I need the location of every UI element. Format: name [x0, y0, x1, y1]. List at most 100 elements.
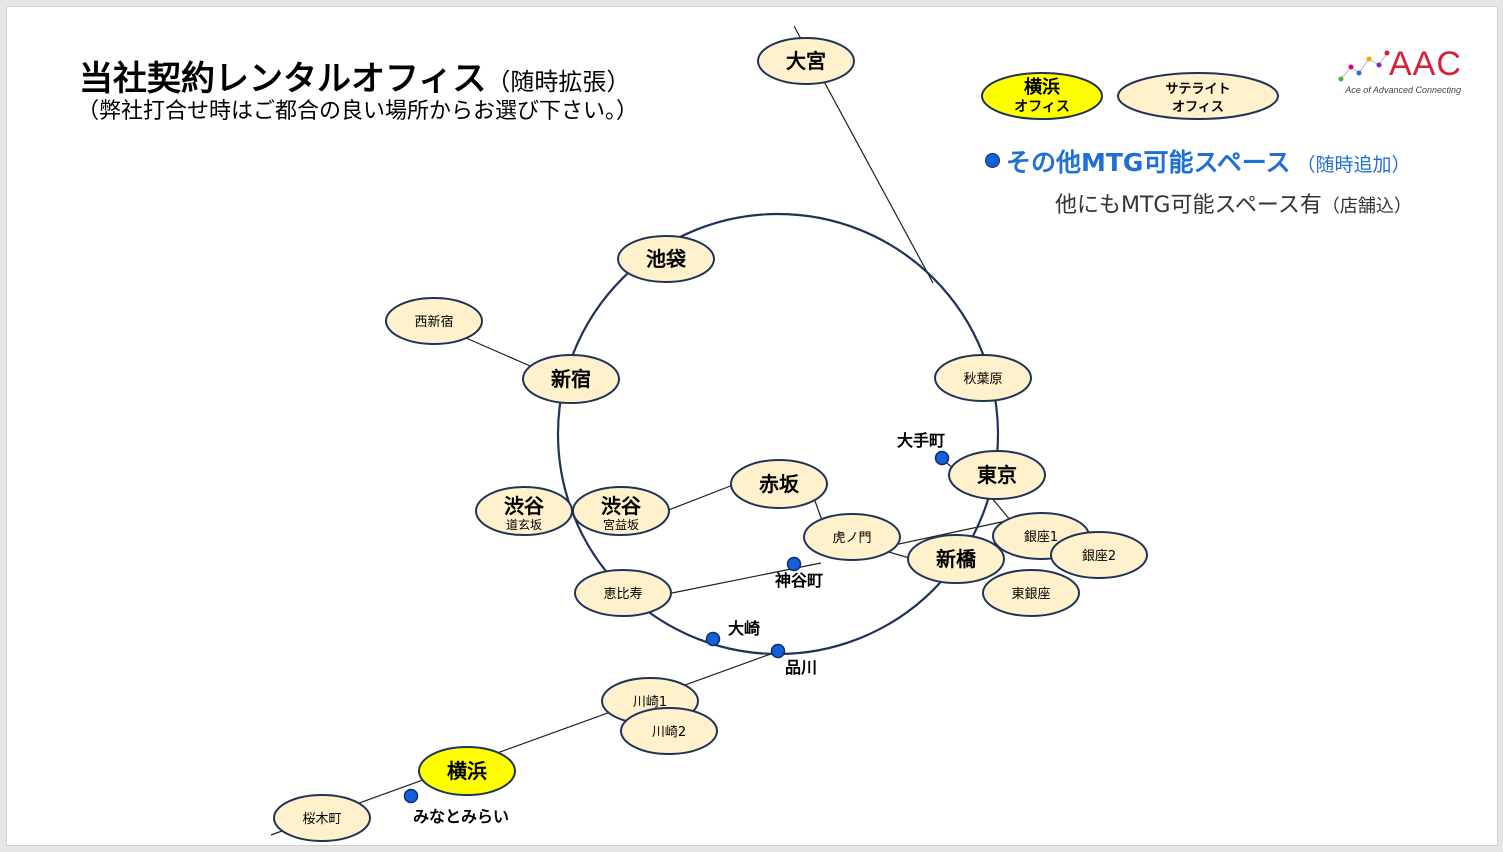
- office-yokohama-bubble: [418, 746, 516, 796]
- office-shinjuku-label: 新宿: [551, 367, 591, 391]
- legend-mtg-label: その他MTG可能スペース: [1006, 148, 1291, 177]
- slide: 当社契約レンタルオフィス（随時拡張） （弊社打合せ時はご都合の良い場所からお選び…: [6, 6, 1498, 846]
- office-ginza1-label: 銀座1: [1024, 530, 1058, 545]
- mtg-osaki-label: 大崎: [728, 619, 760, 638]
- mtg-otemachi-label: 大手町: [897, 431, 945, 450]
- office-sakuragicho-bubble: [273, 794, 371, 842]
- mtg-kamiyacho-label: 神谷町: [775, 571, 823, 590]
- office-nishishinjuku: 西新宿: [385, 297, 483, 345]
- office-higashiginza-bubble: [982, 569, 1080, 617]
- mtg-minatomirai-label: みなとみらい: [413, 807, 509, 826]
- office-akasaka-bubble: [730, 459, 828, 509]
- office-ebisu-bubble: [574, 569, 672, 617]
- office-shimbashi-bubble: [907, 534, 1005, 584]
- office-shibuya-dogenzaka-label: 渋谷: [504, 494, 545, 518]
- page-subtitle: （弊社打合せ時はご都合の良い場所からお選び下さい。）: [77, 99, 639, 124]
- office-toranomon-label: 虎ノ門: [832, 531, 871, 546]
- legend-yokohama-office-line2: オフィス: [1014, 99, 1070, 115]
- mtg-otemachi-dot-icon: [934, 450, 950, 466]
- office-shinjuku-bubble: [522, 354, 620, 404]
- office-tokyo: 東京: [948, 450, 1046, 500]
- connector-nishishinjuku: [465, 337, 538, 370]
- company-logo: AAC Ace of Advanced Connecting: [1337, 45, 1461, 97]
- legend-more-label: 他にもMTG可能スペース有: [1055, 193, 1322, 218]
- office-kawasaki2-label: 川崎2: [652, 725, 686, 740]
- page-title-main: 当社契約レンタルオフィス: [79, 59, 487, 99]
- office-omiya-label: 大宮: [786, 49, 826, 73]
- office-ginza2-label: 銀座2: [1082, 549, 1116, 564]
- legend-more-note: （店舗込）: [1321, 196, 1412, 217]
- office-shibuya-miyamasuzaka-label: 渋谷: [601, 494, 642, 518]
- office-map: 大宮池袋西新宿新宿秋葉原東京渋谷道玄坂渋谷宮益坂赤坂虎ノ門銀座1銀座2新橋東銀座…: [270, 25, 1279, 842]
- office-nishishinjuku-bubble: [385, 297, 483, 345]
- mtg-shinagawa-label: 品川: [785, 658, 817, 677]
- office-ginza2-bubble: [1050, 531, 1148, 579]
- connector-toranomon-ginza: [884, 520, 1007, 548]
- office-kawasaki2-bubble: [620, 707, 718, 755]
- office-tokyo-label: 東京: [977, 463, 1017, 487]
- office-shimbashi: 新橋: [907, 534, 1005, 584]
- office-akasaka: 赤坂: [730, 459, 828, 509]
- page-title: 当社契約レンタルオフィス（随時拡張）: [79, 51, 630, 100]
- mtg-otemachi: 大手町: [897, 431, 950, 466]
- office-shibuya-dogenzaka-sublabel: 道玄坂: [506, 517, 542, 532]
- legend-satellite-office-bubble: [1117, 72, 1279, 120]
- office-ikebukuro-bubble: [617, 235, 715, 283]
- office-shibuya-miyamasuzaka-bubble: [572, 486, 670, 536]
- mtg-kamiyacho: 神谷町: [775, 556, 823, 590]
- mtg-dot-icon: [985, 153, 1000, 168]
- logo-tagline: Ace of Advanced Connecting: [1345, 85, 1461, 95]
- office-ebisu-label: 恵比寿: [603, 587, 642, 602]
- office-toranomon: 虎ノ門: [803, 513, 901, 561]
- legend-mtg-note: （随時追加）: [1296, 154, 1411, 176]
- office-ginza2: 銀座2: [1050, 531, 1148, 579]
- office-ebisu: 恵比寿: [574, 569, 672, 617]
- office-higashiginza: 東銀座: [982, 569, 1080, 617]
- office-akihabara-bubble: [934, 354, 1032, 402]
- mtg-minatomirai: みなとみらい: [403, 788, 509, 826]
- office-akihabara-label: 秋葉原: [963, 372, 1002, 387]
- mtg-shinagawa-dot-icon: [770, 643, 786, 659]
- office-yokohama: 横浜: [418, 746, 516, 796]
- logo-name: AAC: [1389, 45, 1462, 83]
- connector-akasaka: [665, 484, 734, 512]
- office-akasaka-label: 赤坂: [759, 472, 800, 496]
- office-shinjuku: 新宿: [522, 354, 620, 404]
- office-omiya-bubble: [757, 37, 855, 85]
- office-akihabara: 秋葉原: [934, 354, 1032, 402]
- logo-network-icon: [1338, 50, 1390, 82]
- mtg-shinagawa: 品川: [770, 643, 817, 677]
- page-title-note: （随時拡張）: [486, 68, 631, 96]
- mtg-osaki-dot-icon: [705, 631, 721, 647]
- office-omiya: 大宮: [757, 37, 855, 85]
- mtg-kamiyacho-dot-icon: [786, 556, 802, 572]
- office-toranomon-bubble: [803, 513, 901, 561]
- office-yokohama-label: 横浜: [447, 759, 487, 783]
- office-ikebukuro-label: 池袋: [646, 247, 687, 271]
- offices-layer: 大宮池袋西新宿新宿秋葉原東京渋谷道玄坂渋谷宮益坂赤坂虎ノ門銀座1銀座2新橋東銀座…: [273, 37, 1148, 842]
- mtg-minatomirai-dot-icon: [403, 788, 419, 804]
- office-shimbashi-label: 新橋: [936, 547, 977, 571]
- legend-satellite-office-line2: オフィス: [1172, 100, 1224, 115]
- office-kawasaki2: 川崎2: [620, 707, 718, 755]
- office-ikebukuro: 池袋: [617, 235, 715, 283]
- office-sakuragicho: 桜木町: [273, 794, 371, 842]
- office-nishishinjuku-label: 西新宿: [414, 314, 453, 330]
- office-higashiginza-label: 東銀座: [1011, 586, 1050, 602]
- office-kawasaki1-label: 川崎1: [633, 695, 667, 710]
- office-sakuragicho-label: 桜木町: [302, 812, 341, 827]
- office-shibuya-miyamasuzaka-sublabel: 宮益坂: [603, 517, 639, 532]
- legend-yokohama-office-bubble: [981, 72, 1103, 120]
- legend-yokohama-office-line1: 横浜: [1024, 76, 1060, 98]
- legend-more-spaces: 他にもMTG可能スペース有（店舗込）: [1055, 187, 1412, 219]
- office-tokyo-bubble: [948, 450, 1046, 500]
- legend-mtg-spaces: その他MTG可能スペース （随時追加）: [985, 143, 1410, 179]
- legend-satellite-office-line1: サテライト: [1165, 82, 1230, 97]
- mtg-osaki: 大崎: [705, 619, 760, 647]
